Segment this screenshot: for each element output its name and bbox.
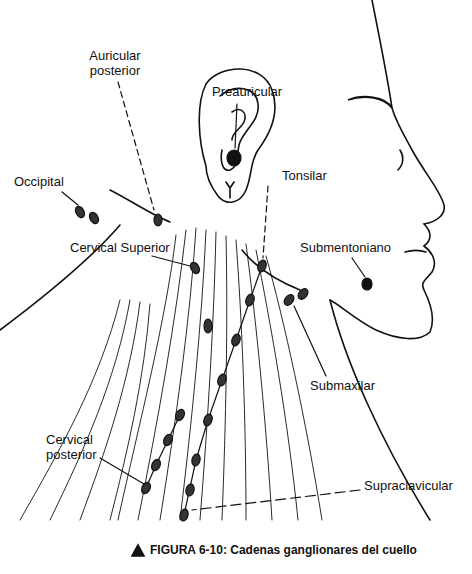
- node-chain: [146, 415, 180, 488]
- head-outline: [0, 190, 170, 330]
- mouth: [405, 251, 426, 253]
- leader-line: [62, 82, 365, 510]
- node-label: Tonsilar: [282, 168, 327, 183]
- eye: [348, 97, 392, 108]
- node-label: Submentoniano: [300, 240, 391, 255]
- node-label: Preauricular: [212, 84, 282, 99]
- node-label: Submaxilar: [310, 378, 375, 393]
- neck-muscle: [20, 228, 322, 520]
- node-label: Cervical Superior: [70, 240, 170, 255]
- node-label: Occipital: [14, 174, 64, 189]
- ear-detail: [220, 88, 258, 198]
- nostril: [398, 150, 403, 170]
- figure-caption: FIGURA 6-10: Cadenas ganglionares del cu…: [150, 543, 417, 557]
- node-label: Cervical posterior: [46, 432, 108, 462]
- face-profile: [330, 0, 444, 339]
- node-label: Supraclavicular: [364, 478, 453, 493]
- node-chain: [184, 266, 262, 515]
- caption-triangle: [132, 545, 144, 556]
- node-label: Auricular posterior: [78, 48, 152, 78]
- lymph-node: [74, 150, 372, 522]
